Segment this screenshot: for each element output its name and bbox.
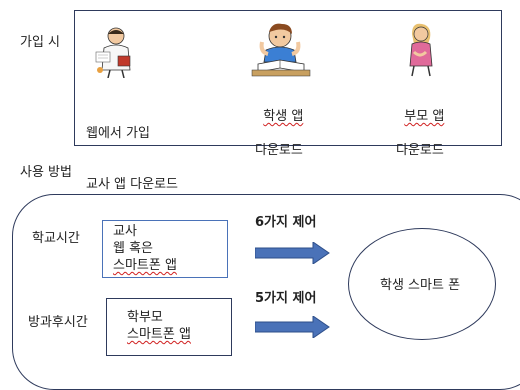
student-icon: [251, 23, 311, 77]
after-school-arrow-label: 5가지 제어: [255, 291, 317, 306]
signup-item-teacher: 웹에서 가입 교사 앱 다운로드: [86, 91, 178, 210]
parent-control-box: 학부모 스마트폰 앱: [106, 298, 232, 356]
signup-label: 가입 시: [20, 35, 61, 50]
signup-teacher-line2: 교사 앱 다운로드: [86, 177, 178, 192]
teacher-control-box: 교사 웹 혹은 스마트폰 앱: [102, 220, 228, 278]
signup-item-parent: 부모 앱 다운로드: [396, 91, 444, 176]
student-phone-label: 학생 스마트 폰: [380, 278, 461, 293]
teacher-icon: [95, 27, 131, 78]
teacher-box-line2: 웹 혹은: [113, 241, 154, 256]
signup-student-line2: 다운로드: [255, 143, 303, 158]
parent-icon: [409, 23, 433, 77]
student-phone-ellipse: [348, 228, 496, 340]
signup-teacher-line1: 웹에서 가입: [86, 126, 150, 141]
signup-box: [74, 10, 502, 146]
signup-parent-line1: 부모 앱: [404, 109, 445, 124]
school-time-label: 학교시간: [32, 231, 80, 246]
school-arrow: [255, 242, 330, 264]
after-school-arrow: [255, 316, 330, 338]
school-arrow-label: 6가지 제어: [255, 215, 317, 230]
teacher-box-line1: 교사: [113, 224, 137, 239]
signup-parent-line2: 다운로드: [396, 143, 444, 158]
parent-box-line2: 스마트폰 앱: [127, 327, 191, 342]
parent-box-line1: 학부모: [127, 310, 163, 325]
teacher-box-line3: 스마트폰 앱: [113, 258, 177, 273]
after-school-label: 방과후시간: [28, 315, 88, 330]
signup-item-student: 학생 앱 다운로드: [255, 91, 303, 176]
signup-student-line1: 학생 앱: [263, 109, 304, 124]
usage-label: 사용 방법: [20, 165, 72, 180]
